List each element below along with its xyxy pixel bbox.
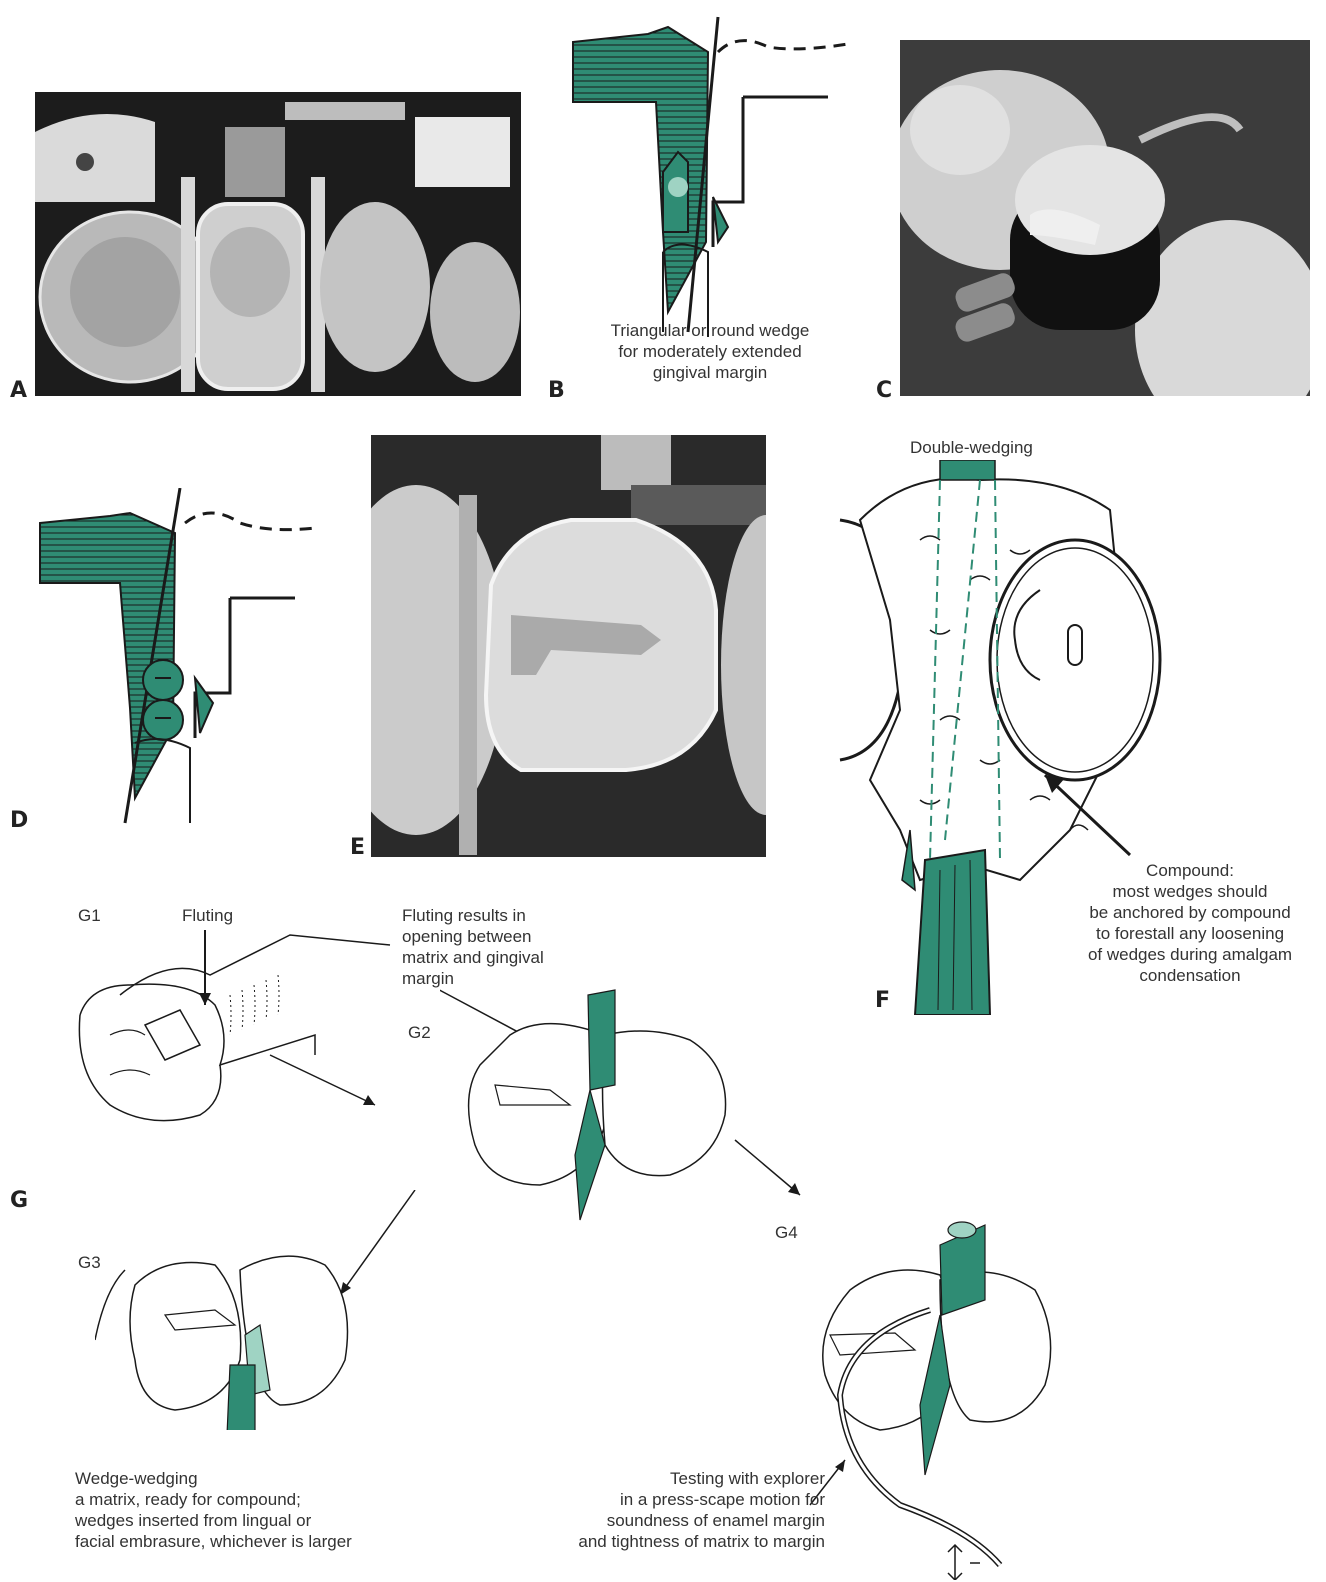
caption-g4-line-4: and tightness of matrix to margin <box>440 1531 825 1552</box>
panel-letter-c: C <box>876 378 892 403</box>
panel-letter-g: G <box>10 1188 28 1213</box>
g2-note-line-1: Fluting results in <box>402 905 544 926</box>
diagram-g1-fluting <box>70 925 400 1130</box>
caption-g3-line-3: wedges inserted from lingual or <box>75 1510 352 1531</box>
panel-letter-b: B <box>548 378 565 403</box>
caption-f: Compound: most wedges should be anchored… <box>1055 860 1325 986</box>
panel-letter-e: E <box>350 835 365 860</box>
caption-g4: Testing with explorer in a press-scape m… <box>440 1468 825 1552</box>
g1-label: G1 <box>78 905 101 926</box>
caption-f-line-6: condensation <box>1055 965 1325 986</box>
caption-f-line-3: be anchored by compound <box>1055 902 1325 923</box>
panel-letter-d: D <box>10 808 28 833</box>
caption-g4-line-2: in a press-scape motion for <box>440 1489 825 1510</box>
photo-e-matrix-wedged <box>371 435 766 857</box>
diagram-d-double-wedge <box>35 488 325 828</box>
caption-b: Triangular or round wedge for moderately… <box>560 320 860 383</box>
diagram-g2-wedge <box>440 985 820 1225</box>
g2-note-line-2: opening between <box>402 926 544 947</box>
panel-letter-a: A <box>10 378 27 403</box>
caption-b-line-1: Triangular or round wedge <box>560 320 860 341</box>
caption-g4-line-3: soundness of enamel margin <box>440 1510 825 1531</box>
caption-g3-line-4: facial embrasure, whichever is larger <box>75 1531 352 1552</box>
diagram-g3-wedge-wedging <box>95 1190 425 1430</box>
caption-g4-line-1: Testing with explorer <box>440 1468 825 1489</box>
double-wedging-title: Double-wedging <box>910 437 1033 458</box>
caption-g3-line-2: a matrix, ready for compound; <box>75 1489 352 1510</box>
caption-g3: Wedge-wedging a matrix, ready for compou… <box>75 1468 352 1552</box>
diagram-b-wedge <box>568 12 858 342</box>
fluting-label: Fluting <box>182 905 233 926</box>
caption-g3-line-1: Wedge-wedging <box>75 1468 352 1489</box>
g2-note: Fluting results in opening between matri… <box>402 905 544 989</box>
caption-f-line-4: to forestall any loosening <box>1055 923 1325 944</box>
diagram-g4-explorer <box>790 1215 1070 1580</box>
caption-b-line-2: for moderately extended <box>560 341 860 362</box>
caption-f-line-2: most wedges should <box>1055 881 1325 902</box>
photo-a-matrix-band <box>35 92 521 396</box>
caption-f-line-5: of wedges during amalgam <box>1055 944 1325 965</box>
panel-letter-f: F <box>875 988 890 1013</box>
g2-label: G2 <box>408 1022 431 1043</box>
caption-f-line-1: Compound: <box>1055 860 1325 881</box>
caption-b-line-3: gingival margin <box>560 362 860 383</box>
photo-c-wedge-placement <box>900 40 1310 396</box>
g2-note-line-3: matrix and gingival <box>402 947 544 968</box>
